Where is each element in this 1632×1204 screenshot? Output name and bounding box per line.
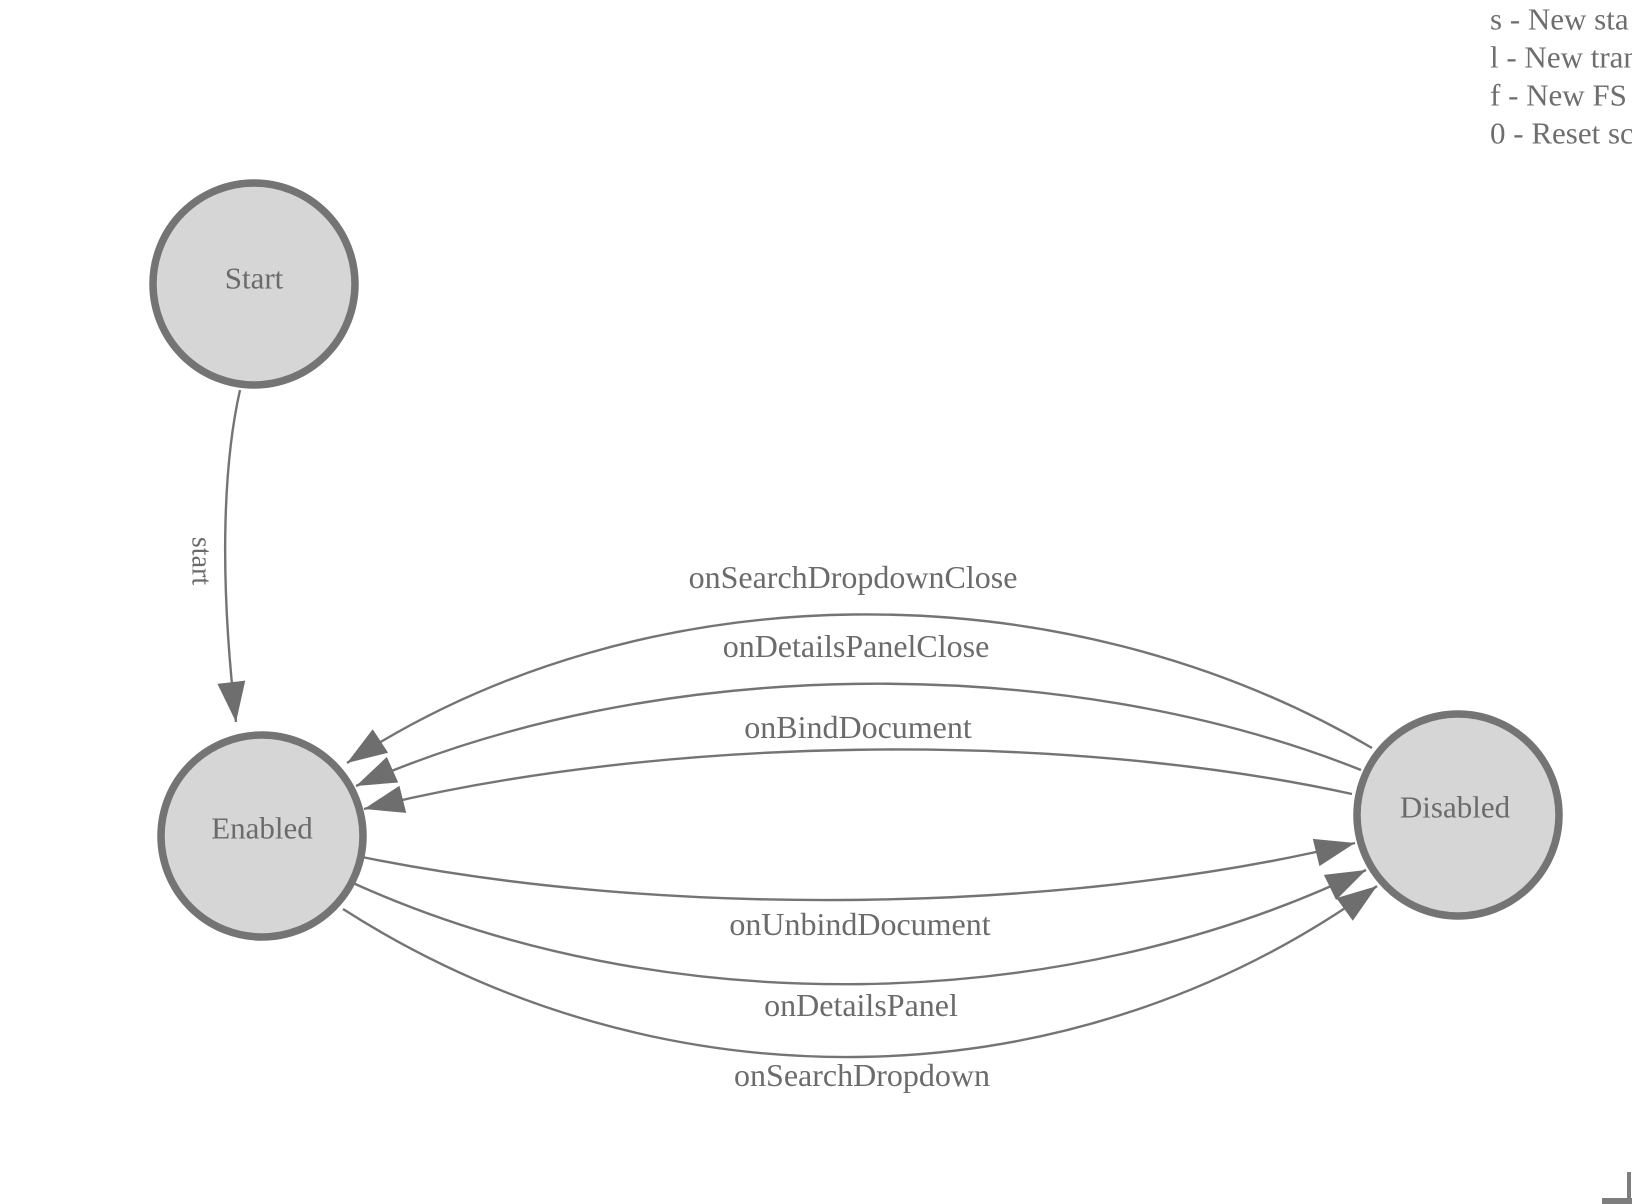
transition-label-start[interactable]: start: [186, 537, 217, 585]
transition-edge-ondetailspanel[interactable]: [352, 868, 1367, 986]
canvas-corner-mark: [1602, 1172, 1632, 1204]
state-node-enabled[interactable]: Enabled: [157, 731, 367, 941]
transition-label-onsearchdropdown[interactable]: onSearchDropdown: [734, 1057, 990, 1093]
transition-edge-onsearchdropdownclose[interactable]: [346, 613, 1373, 765]
state-circle-disabled[interactable]: [1353, 710, 1563, 920]
transition-edge-onsearchdropdown[interactable]: [342, 885, 1378, 1059]
corner-mark-vertical: [1627, 1172, 1631, 1204]
state-node-disabled[interactable]: Disabled: [1353, 710, 1563, 920]
state-node-start[interactable]: Start: [149, 179, 359, 389]
shortcut-legend: s - New sta l - New tran f - New FS 0 - …: [1490, 2, 1632, 151]
state-circle-start[interactable]: [149, 179, 359, 389]
transition-label-onsearchdropdownclose[interactable]: onSearchDropdownClose: [689, 559, 1018, 595]
legend-line-new-transition: l - New tran: [1490, 40, 1632, 75]
transition-label-onbinddocument[interactable]: onBindDocument: [744, 709, 972, 745]
corner-mark-horizontal: [1602, 1198, 1632, 1204]
transition-edge-ondetailspanelclose[interactable]: [355, 682, 1362, 788]
state-label-enabled: Enabled: [211, 811, 313, 846]
transition-label-onunbinddocument[interactable]: onUnbindDocument: [729, 906, 990, 942]
transition-edge-onunbinddocument[interactable]: [361, 838, 1356, 902]
state-label-start: Start: [225, 261, 284, 296]
state-label-disabled: Disabled: [1400, 790, 1511, 825]
state-circle-enabled[interactable]: [157, 731, 367, 941]
legend-line-new-state: s - New sta: [1490, 2, 1629, 37]
transition-label-ondetailspanelclose[interactable]: onDetailsPanelClose: [723, 628, 990, 664]
transition-edge-start[interactable]: [217, 389, 246, 723]
transition-label-ondetailspanel[interactable]: onDetailsPanel: [764, 987, 958, 1023]
legend-line-reset: 0 - Reset sc: [1490, 116, 1632, 151]
transition-edge-onbinddocument[interactable]: [363, 748, 1353, 813]
legend-line-new-fsm: f - New FS: [1490, 78, 1627, 113]
